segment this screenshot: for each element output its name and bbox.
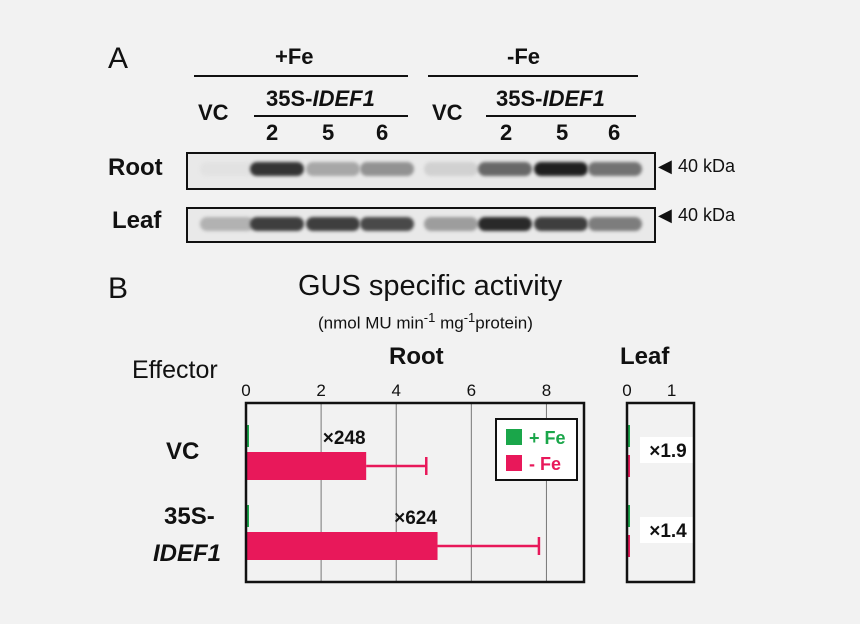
leaf-chart-frame [625,401,696,584]
blot-band [360,217,414,231]
x-tick-label: 1 [667,381,676,400]
fold-change-bg [640,517,694,543]
construct-rule-plus [254,115,408,117]
lane-label-6-minus: 6 [608,120,621,145]
western-blot-root [186,152,656,190]
legend-swatch-plus-fe [506,429,522,445]
condition-rule-minus-fe [428,75,638,77]
lane-label-vc-plus: VC [198,100,229,125]
fold-change-bg [640,437,694,463]
marker-arrow-root: ◀ [658,156,672,176]
construct-prefix: 35S- [266,86,313,111]
leaf-chart-label: Leaf [620,343,670,370]
blot-band [534,162,588,176]
effector-idef1-text: IDEF1 [153,540,222,567]
construct-gene: IDEF1 [312,86,375,111]
blot-band [360,162,414,176]
fold-change-label: ×624 [394,508,437,529]
effector-35s: 35S- [164,503,215,530]
blot-band [588,217,642,231]
lane-label-2-minus: 2 [500,120,513,145]
bar-minus-fe [627,455,630,477]
bar-plus-fe [246,505,249,527]
bar-minus-fe [246,452,367,480]
bar-plus-fe [627,505,630,527]
panel-b-letter: B [108,272,129,305]
bar-plus-fe [246,425,249,447]
legend-label-minus-fe: - Fe [529,454,561,474]
blot-band [200,162,254,176]
construct-label-minus: 35S-IDEF1 [496,86,605,112]
root-chart-label: Root [389,343,444,370]
blot-band [200,217,254,231]
fold-change-label: ×1.4 [649,521,687,542]
construct-label-plus: 35S-IDEF1 [266,86,375,112]
chart-units: (nmol MU min-1 mg-1protein) [318,310,533,334]
units-exp-2: -1 [463,310,476,325]
blot-band [478,217,532,231]
fold-change-label: ×1.9 [649,441,687,462]
legend-box [495,418,578,481]
x-tick-label: 0 [622,381,631,400]
effector-label: Effector [132,356,218,384]
blot-band [250,217,304,231]
x-tick-label: 4 [391,381,400,400]
marker-label-leaf: 40 kDa [678,205,736,225]
blot-row-label-root: Root [108,154,163,181]
units-mid: mg [435,313,464,333]
legend-swatch-minus-fe [506,455,522,471]
effector-idef1: IDEF1 [153,540,221,568]
lane-label-5-minus: 5 [556,120,569,145]
units-suffix: protein) [475,313,533,333]
chart-title: GUS specific activity [298,270,563,302]
blot-band [588,162,642,176]
blot-band [306,217,360,231]
western-blot-leaf [186,207,656,243]
effector-vc: VC [166,438,200,465]
lane-label-6-plus: 6 [376,120,389,145]
condition-label-minus-fe: -Fe [507,44,540,69]
marker-label-root: 40 kDa [678,156,736,176]
x-tick-label: 6 [467,381,476,400]
marker-arrow-leaf: ◀ [658,205,672,225]
panel-a-letter: A [108,42,129,75]
legend-label-plus-fe: + Fe [529,428,566,448]
bar-minus-fe [246,532,438,560]
lane-label-2-plus: 2 [266,120,279,145]
fold-change-label: ×248 [323,428,366,449]
root-chart-frame [244,401,586,584]
blot-band [250,162,304,176]
bar-plus-fe [627,425,630,447]
construct-gene: IDEF1 [542,86,605,111]
blot-band [534,217,588,231]
construct-prefix: 35S- [496,86,543,111]
condition-label-plus-fe: +Fe [275,44,314,69]
lane-label-vc-minus: VC [432,100,463,125]
blot-band [424,162,478,176]
blot-row-label-leaf: Leaf [112,207,162,234]
bar-minus-fe [627,535,630,557]
lane-label-5-plus: 5 [322,120,335,145]
construct-rule-minus [486,115,636,117]
blot-band [306,162,360,176]
blot-band [424,217,478,231]
x-tick-label: 0 [241,381,250,400]
x-tick-label: 2 [316,381,325,400]
blot-band [478,162,532,176]
units-prefix: (nmol MU min [318,313,424,333]
condition-rule-plus-fe [194,75,408,77]
units-exp-1: -1 [423,310,436,325]
x-tick-label: 8 [542,381,551,400]
